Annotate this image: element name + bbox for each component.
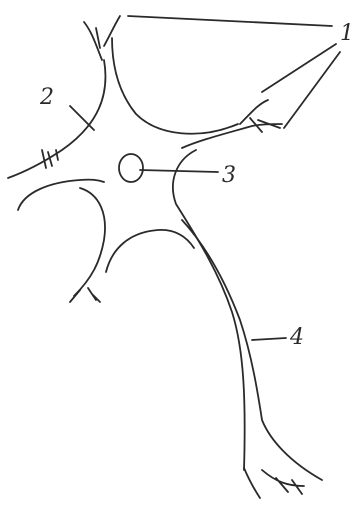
label-cell-body: 2: [39, 85, 54, 110]
dendrite-bottom-left-inner: [106, 230, 194, 272]
leader-line-3: [140, 170, 218, 172]
dendrite-right-lower-edge: [182, 124, 282, 148]
dendrite-top-right-edge: [112, 38, 238, 134]
dendrite-bottom-left: [74, 188, 105, 296]
leader-line-4: [252, 338, 286, 340]
label-dendrites: 1: [340, 21, 352, 46]
labels: 1 2 3 4: [39, 21, 352, 350]
axon-terminal: [244, 468, 304, 498]
nucleus-circle: [119, 154, 143, 182]
leader-line-2: [70, 106, 94, 130]
neuron-outline: [8, 16, 340, 498]
label-nucleus: 3: [222, 163, 236, 188]
dendrite-top-left: [84, 16, 120, 60]
dendrite-left-fork: [42, 150, 58, 168]
leader-line-1: [128, 16, 340, 128]
label-axon: 4: [289, 325, 304, 350]
axon-left-edge: [173, 150, 245, 470]
axon-right-edge: [182, 220, 322, 480]
dendrite-left: [8, 60, 105, 178]
